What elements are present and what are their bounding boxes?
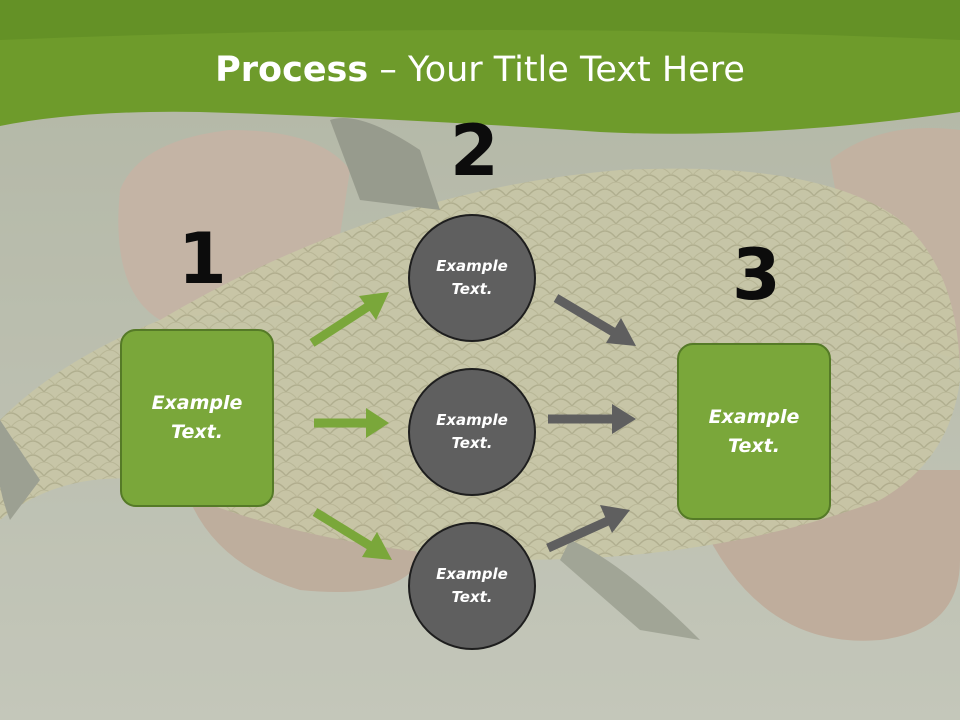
step-number-1: 1 [178,218,227,300]
arrow-gray-top [553,294,636,346]
page-title: Process – Your Title Text Here [0,50,960,90]
circle-bottom-text: Example Text. [436,565,508,606]
arrow-gray-bottom [546,505,630,553]
step-number-3: 3 [732,234,781,316]
step-3-box: Example Text. [677,343,831,520]
arrow-green-down [312,508,392,560]
step-1-box-text: Example Text. [151,392,243,443]
step-3-box-text: Example Text. [708,405,800,457]
step-2-circle-bottom: Example Text. [408,522,536,650]
step-number-2: 2 [450,110,499,192]
title-rest: – Your Title Text Here [368,50,745,90]
circle-top-text: Example Text. [436,257,508,298]
step-1-box: Example Text. [120,329,274,507]
step-2-circle-middle: Example Text. [408,368,536,496]
step-2-circle-top: Example Text. [408,214,536,342]
arrow-gray-middle [548,404,636,434]
title-bold: Process [215,50,369,90]
arrow-green-middle [314,408,389,438]
arrow-green-up [309,292,389,347]
circle-middle-text: Example Text. [436,411,508,452]
